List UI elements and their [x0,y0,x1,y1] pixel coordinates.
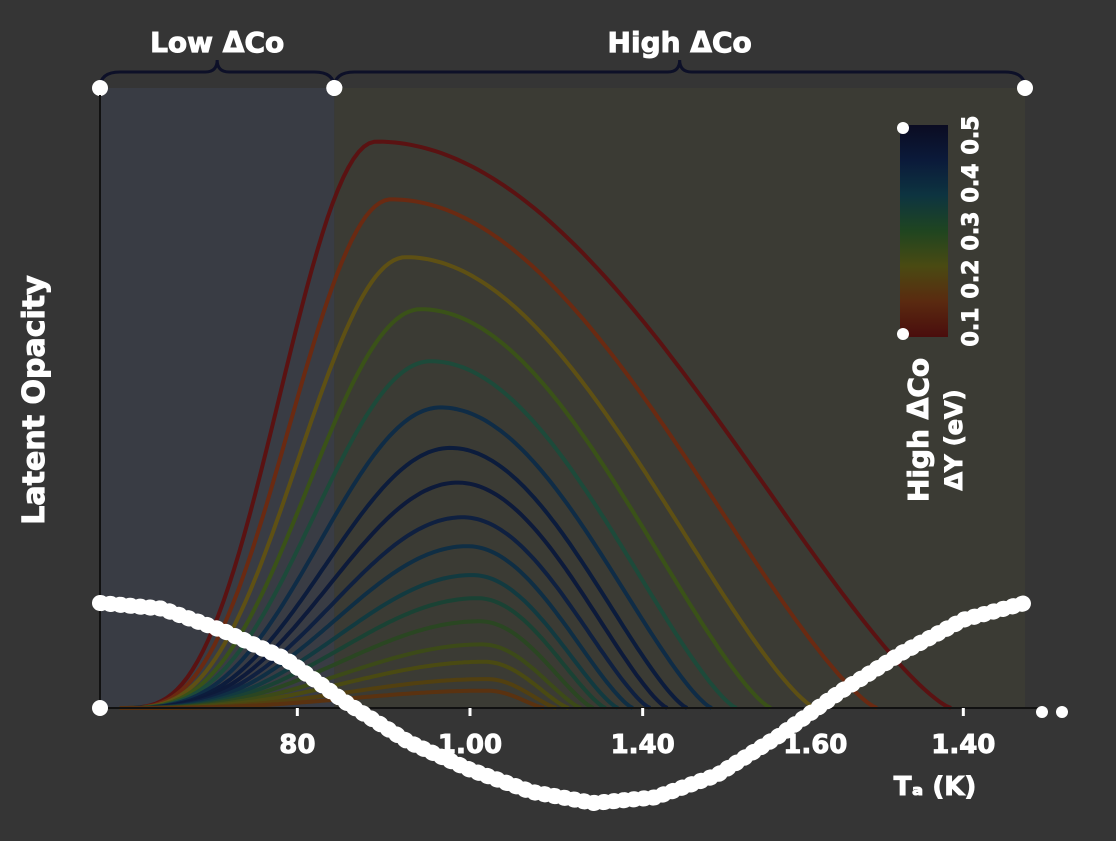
region-label: High ΔCo [608,26,752,59]
colorbar-title: High ΔCo [902,358,935,502]
series-line [119,405,713,710]
colorbar-corner-marker [897,328,909,340]
region-boundary-marker [1017,80,1033,96]
x-tick-label: 1.00 [438,730,502,760]
region-boundary-marker [326,80,343,96]
x-tick-label: 80 [279,730,315,760]
colorbar-tick-label: 0.5 [959,116,984,155]
axis-end-marker [1036,706,1048,718]
series-line [119,139,952,710]
colorbar-subtitle: ΔY (eV) [940,389,968,490]
region-boundary-marker [92,80,108,96]
colorbar-tick-label: 0.2 [959,260,984,299]
x-tick-label: 1.40 [611,730,675,760]
reference-curve-layer [92,595,1033,812]
colorbar [900,125,948,337]
colorbar-tick-label: 0.4 [959,164,984,203]
series-line [119,197,878,710]
colorbar-tick-label: 0.1 [959,308,984,347]
series-line [119,445,689,710]
x-axis-label: Tₐ (K) [894,772,977,802]
ticks-layer: 80 1.00 1.40 1.60 1.40 [279,708,996,761]
series-line [119,307,772,710]
colorbar-tick-label: 0.3 [959,212,984,251]
y-axis-label: Latent Opacity [17,275,52,525]
series-line [119,255,817,710]
origin-marker [92,700,108,716]
series-line [119,359,738,710]
x-tick-label: 1.60 [783,730,847,760]
x-tick-label: 1.40 [931,730,995,760]
region-label: Low ΔCo [150,26,284,59]
region-brace [98,59,336,89]
colorbar-corner-marker [897,122,909,134]
region-brace [332,59,1027,89]
axis-end-marker [1056,706,1068,718]
series-line [119,480,669,710]
reference-curve [92,595,1033,812]
